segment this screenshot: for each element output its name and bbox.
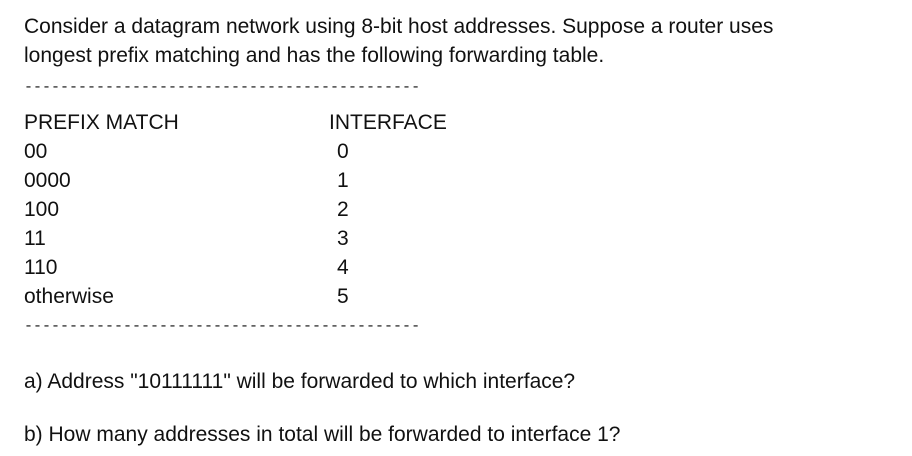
prefix-cell: 0000	[24, 169, 71, 192]
interface-cell: 5	[337, 285, 349, 308]
intro-line-1: Consider a datagram network using 8-bit …	[24, 15, 774, 38]
forwarding-table: PREFIX MATCH INTERFACE 00 0 0000 1 100 2…	[24, 108, 894, 311]
prefix-cell: 100	[24, 198, 60, 221]
intro-paragraph: Consider a datagram network using 8-bit …	[24, 12, 894, 70]
dashed-divider-top: ----------------------------------------…	[24, 80, 421, 96]
prefix-cell: 00	[24, 140, 48, 163]
interface-cell: 2	[337, 198, 349, 221]
table-row: 0000 1	[24, 166, 894, 195]
table-row: otherwise 5	[24, 282, 894, 311]
prefix-cell: 11	[24, 227, 46, 250]
interface-cell: 4	[337, 256, 349, 279]
table-row: 110 4	[24, 253, 894, 282]
question-a: a) Address "10111111" will be forwarded …	[24, 370, 576, 393]
question-b: b) How many addresses in total will be f…	[24, 423, 621, 446]
dashed-divider-bottom: ----------------------------------------…	[24, 319, 421, 335]
prefix-cell: 110	[24, 256, 58, 279]
table-row: 100 2	[24, 195, 894, 224]
prefix-cell: otherwise	[24, 285, 114, 308]
column-header-interface: INTERFACE	[329, 111, 447, 134]
table-row: 11 3	[24, 224, 894, 253]
document-page: Consider a datagram network using 8-bit …	[24, 12, 894, 449]
interface-cell: 0	[337, 140, 349, 163]
table-header-row: PREFIX MATCH INTERFACE	[24, 108, 894, 137]
intro-line-2: longest prefix matching and has the foll…	[24, 44, 605, 67]
column-header-prefix: PREFIX MATCH	[24, 111, 179, 134]
interface-cell: 1	[337, 169, 349, 192]
table-row: 00 0	[24, 137, 894, 166]
interface-cell: 3	[337, 227, 349, 250]
